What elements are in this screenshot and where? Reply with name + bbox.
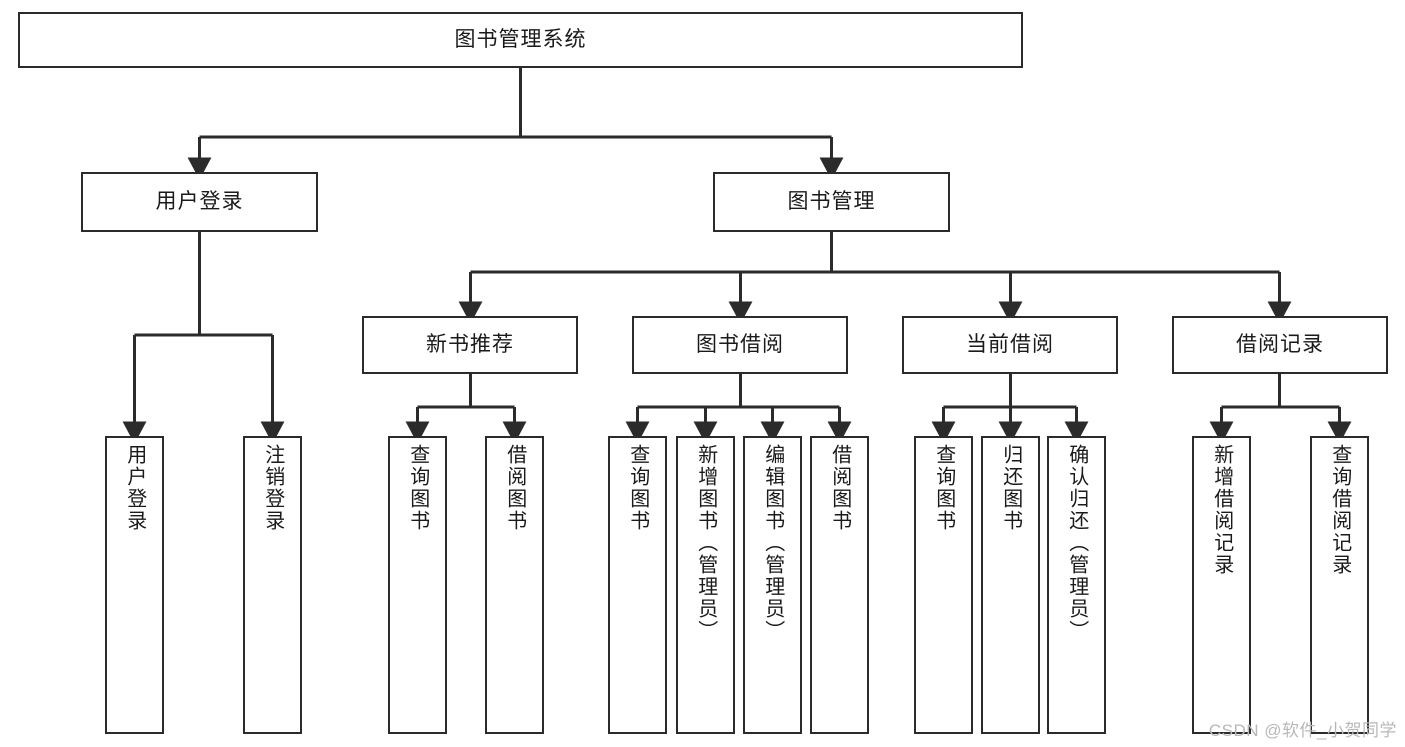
node-label: 编辑图书（管理员） (761, 444, 784, 642)
node-leaf-cb-query[interactable]: 查询图书 (914, 436, 973, 734)
node-label: 图书借阅 (696, 333, 784, 357)
node-label: 用户登录 (155, 190, 244, 214)
node-label: 图书管理 (787, 190, 876, 214)
node-label: 确认归还（管理员） (1065, 444, 1088, 642)
node-label: 借阅图书 (828, 444, 851, 532)
node-leaf-bb-borrow[interactable]: 借阅图书 (810, 436, 869, 734)
node-label: 当前借阅 (966, 333, 1054, 357)
edge-root-to-level2 (187, 68, 844, 180)
node-leaf-rec-query[interactable]: 查询图书 (388, 436, 447, 734)
edge-book-manage-to-level3 (458, 232, 1292, 324)
node-new-book-rec[interactable]: 新书推荐 (362, 316, 578, 374)
node-leaf-user-login[interactable]: 用户登录 (105, 436, 164, 734)
node-leaf-cb-return[interactable]: 归还图书 (981, 436, 1040, 734)
node-label: 用户登录 (123, 444, 146, 532)
node-label: 借阅图书 (503, 444, 526, 532)
node-borrow-record[interactable]: 借阅记录 (1172, 316, 1388, 374)
node-label: 新增借阅记录 (1210, 444, 1233, 576)
node-label: 借阅记录 (1236, 333, 1324, 357)
node-label: 新增图书（管理员） (694, 444, 717, 642)
node-leaf-cb-confirm[interactable]: 确认归还（管理员） (1047, 436, 1106, 734)
edge-new-book-rec-to-leaves (405, 374, 527, 444)
node-label: 查询图书 (932, 444, 955, 532)
node-book-borrow[interactable]: 图书借阅 (632, 316, 848, 374)
node-leaf-bb-add[interactable]: 新增图书（管理员） (676, 436, 735, 734)
edge-book-borrow-to-leaves (625, 374, 852, 444)
edge-user-login-to-leaves (122, 232, 285, 444)
node-leaf-rec-borrow[interactable]: 借阅图书 (485, 436, 544, 734)
node-label: 归还图书 (999, 444, 1022, 532)
node-leaf-logout[interactable]: 注销登录 (243, 436, 302, 734)
node-label: 新书推荐 (426, 333, 514, 357)
node-leaf-bb-edit[interactable]: 编辑图书（管理员） (743, 436, 802, 734)
edge-current-borrow-to-leaves (931, 374, 1089, 444)
watermark-text: CSDN @软件_小贺同学 (1208, 721, 1397, 740)
node-user-login[interactable]: 用户登录 (81, 172, 318, 232)
edge-borrow-record-to-leaves (1209, 374, 1352, 444)
node-current-borrow[interactable]: 当前借阅 (902, 316, 1118, 374)
node-label: 查询图书 (626, 444, 649, 532)
node-book-manage[interactable]: 图书管理 (713, 172, 950, 232)
node-leaf-bb-query[interactable]: 查询图书 (608, 436, 667, 734)
node-root[interactable]: 图书管理系统 (18, 12, 1023, 68)
node-leaf-br-query[interactable]: 查询借阅记录 (1310, 436, 1369, 734)
node-leaf-br-add[interactable]: 新增借阅记录 (1192, 436, 1251, 734)
node-label: 图书管理系统 (454, 28, 587, 52)
node-label: 注销登录 (261, 444, 284, 532)
node-label: 查询图书 (406, 444, 429, 532)
node-label: 查询借阅记录 (1328, 444, 1351, 576)
